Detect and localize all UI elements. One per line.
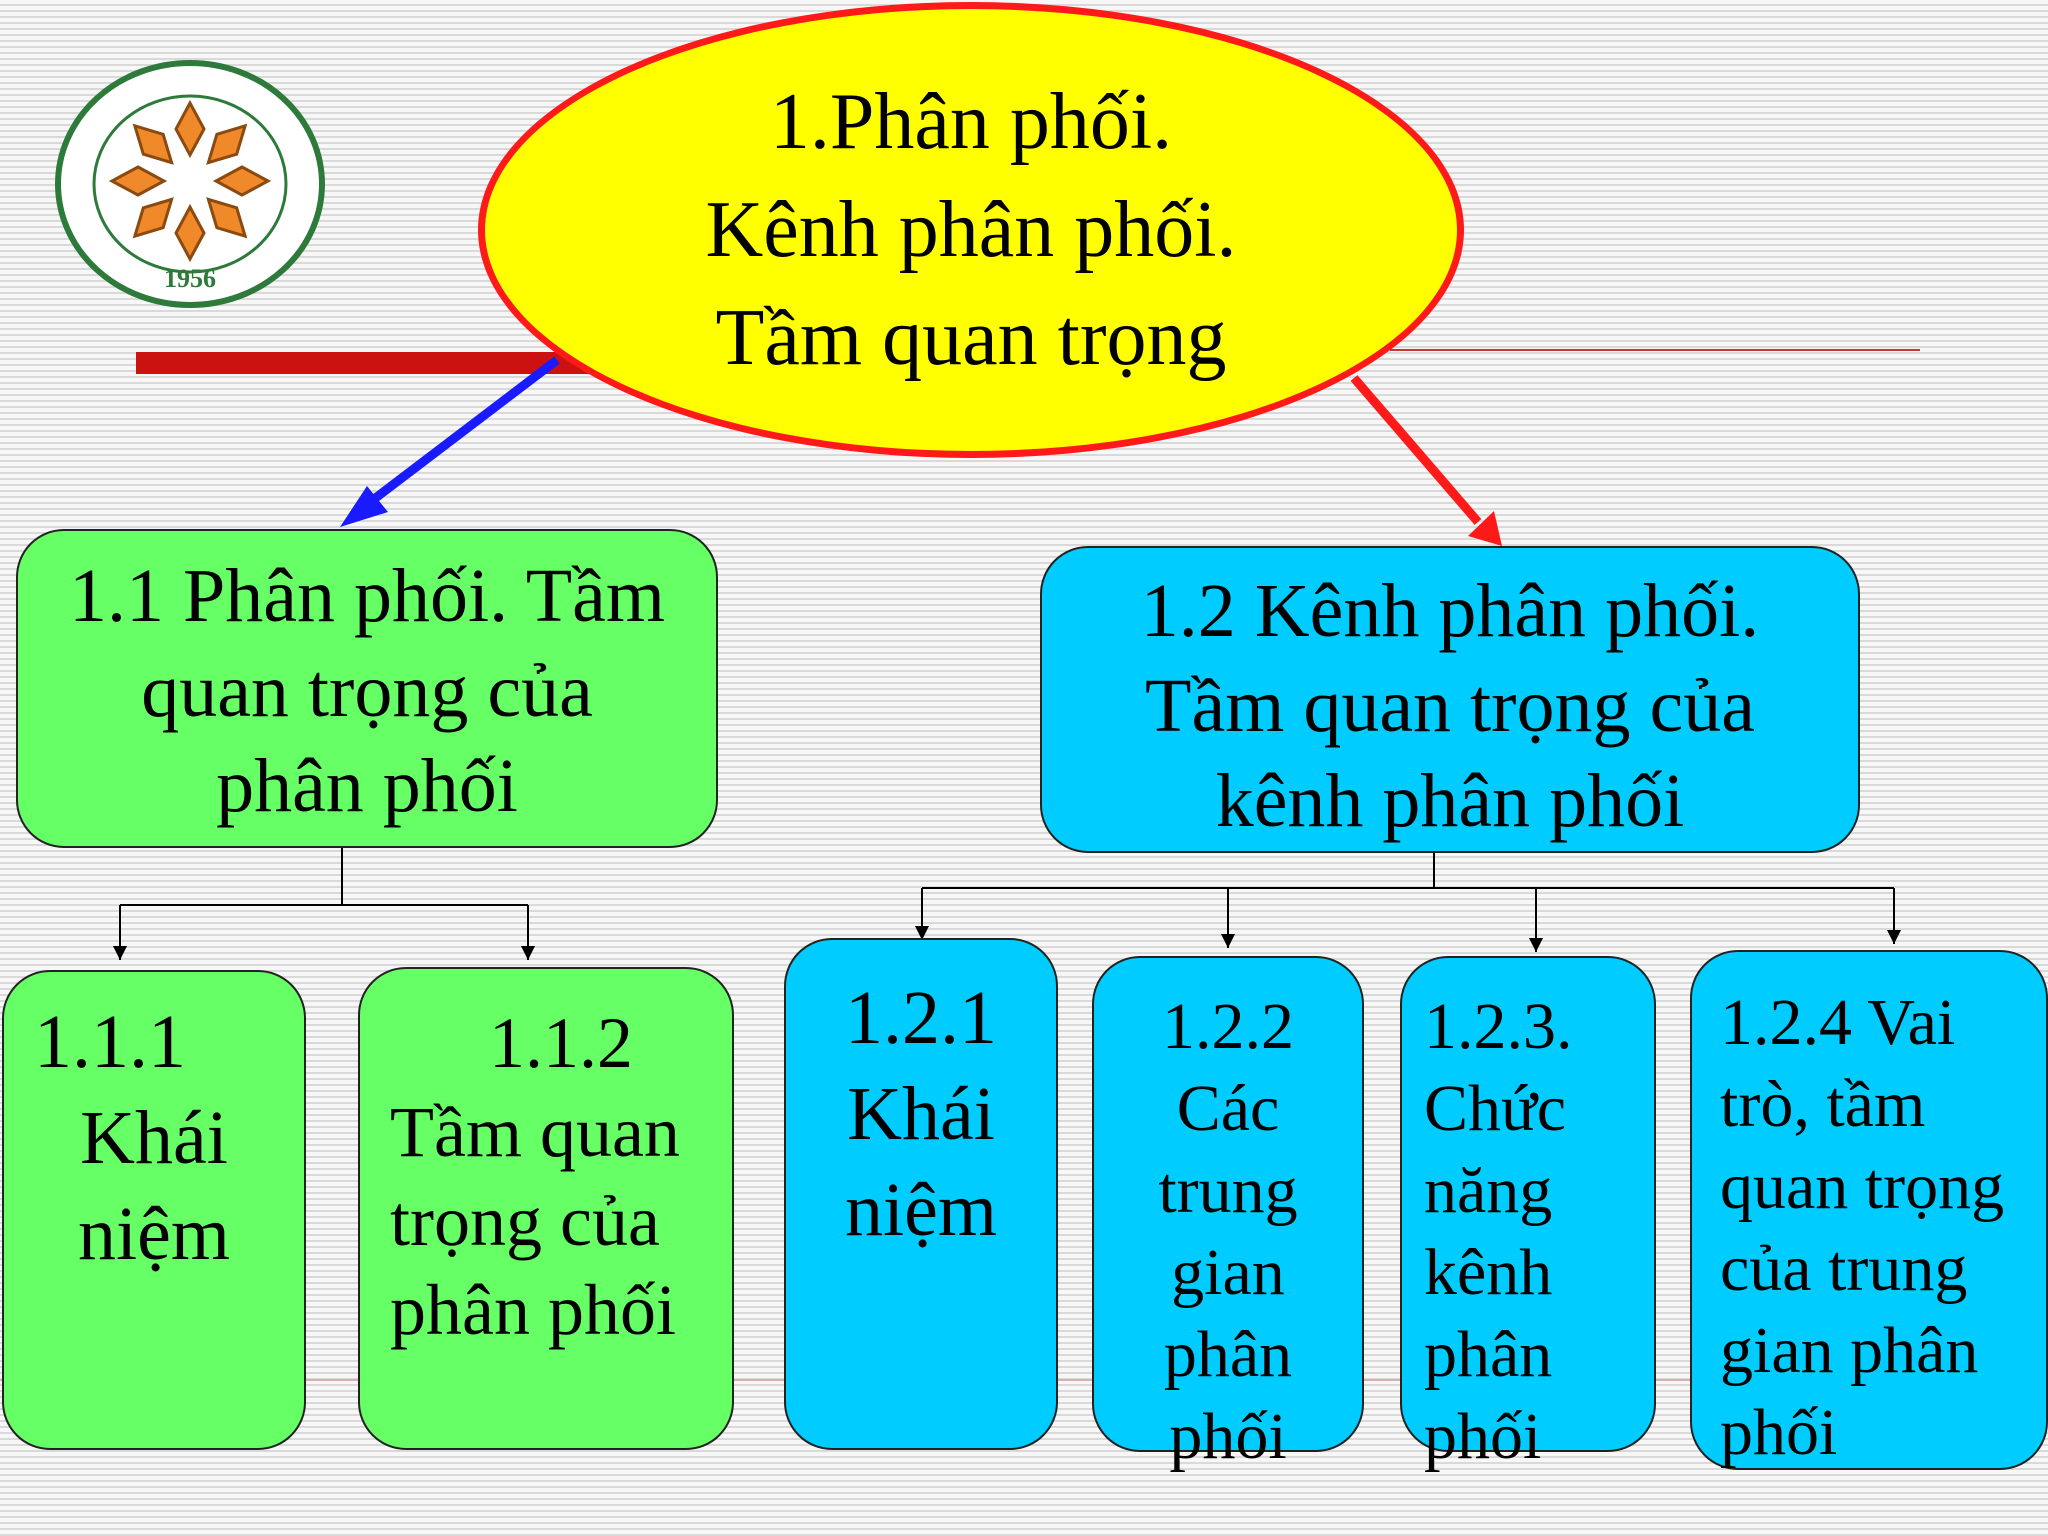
leaf-line: Khái [80,1096,228,1180]
leaf-1-1-1-box: 1.1.1 Khái niệm [2,970,306,1450]
arrow-head-red [1468,511,1502,546]
leaf-line: niệm [78,1192,230,1276]
university-logo: 1956 [50,55,330,313]
branch-1-2-line: 1.2 Kênh phân phối. [1140,569,1760,653]
leaf-line: trò, tầm [1720,1068,1926,1141]
leaf-1-2-2-box: 1.2.2 Các trung gian phân phối [1092,956,1364,1473]
leaf-line: Tầm quan [390,1092,680,1172]
leaf-1-1-2-box: 1.1.2 Tầm quan trọng của phân phối [358,967,734,1450]
arrow-to-branch-1-1 [362,356,560,510]
tree-connector-1-2 [915,853,1901,952]
leaf-line: phân phối [390,1270,676,1350]
leaf-line: 1.2.1 [845,976,997,1060]
leaf-line: 1.1.1 [34,1000,186,1084]
branch-1-2-box: 1.2 Kênh phân phối. Tầm quan trọng của k… [1040,546,1860,853]
tree-connector-1-1 [113,848,535,960]
arrow-head-blue [340,486,388,527]
branch-1-2-line: Tầm quan trọng của [1145,664,1755,748]
leaf-1-2-1-box: 1.2.1 Khái niệm [784,938,1058,1450]
leaf-line: phối [1424,1400,1542,1473]
leaf-line: gian [1171,1236,1285,1309]
leaf-line: Khái [847,1072,995,1156]
root-line-1: 1.Phân phối. [769,78,1173,166]
branch-1-1-line: 1.1 Phân phối. Tầm [68,554,665,638]
leaf-1-2-4-box: 1.2.4 Vai trò, tầm quan trọng của trung … [1690,950,2048,1470]
leaf-line: Các [1176,1072,1280,1145]
branch-1-1-box: 1.1 Phân phối. Tầm quan trọng của phân p… [16,529,718,848]
leaf-line: 1.2.4 Vai [1720,986,1956,1059]
root-topic-ellipse: 1.Phân phối. Kênh phân phối. Tầm quan tr… [478,2,1464,458]
leaf-line: Chức [1424,1072,1567,1145]
leaf-line: niệm [845,1168,997,1252]
leaf-line: quan trọng [1720,1150,2005,1223]
leaf-line: phối [1169,1400,1287,1473]
leaf-line: phối [1720,1396,1838,1469]
root-line-3: Tầm quan trọng [715,294,1227,382]
leaf-line: phân [1424,1318,1553,1391]
logo-year: 1956 [164,264,216,293]
leaf-line: gian phân [1720,1314,1979,1387]
title-underline-bar [136,352,616,374]
leaf-line: năng [1424,1154,1553,1227]
arrow-to-branch-1-2 [1350,375,1482,525]
leaf-line: 1.1.2 [489,1003,633,1083]
leaf-line: kênh [1424,1236,1553,1309]
leaf-line: trọng của [390,1181,660,1261]
leaf-line: của trung [1720,1232,1968,1305]
root-line-2: Kênh phân phối. [705,186,1237,274]
branch-1-2-line: kênh phân phối [1215,759,1685,843]
leaf-line: phân [1163,1318,1293,1391]
leaf-1-2-3-box: 1.2.3. Chức năng kênh phân phối [1400,956,1656,1473]
leaf-line: trung [1158,1154,1298,1227]
branch-1-1-line: phân phối [216,744,518,828]
leaf-line: 1.2.2 [1162,990,1294,1063]
leaf-line: 1.2.3. [1424,990,1573,1063]
branch-1-1-line: quan trọng của [141,649,593,733]
